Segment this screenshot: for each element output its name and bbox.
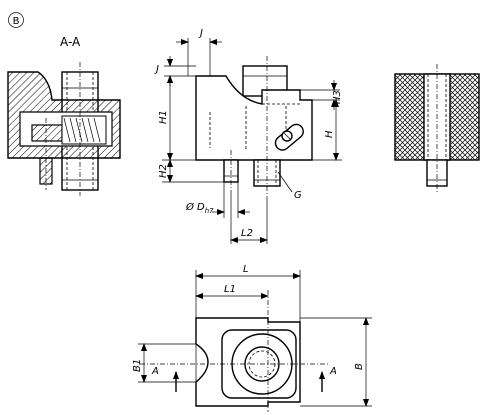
dim-J-top: J bbox=[198, 28, 203, 39]
view-marker: B bbox=[8, 12, 24, 28]
front-view: J J H1 H2 H3 H G Ø Dh7 bbox=[154, 28, 343, 244]
section-mark-A-left: A bbox=[151, 366, 159, 377]
section-title: A-A bbox=[60, 35, 81, 49]
dim-G: G bbox=[294, 190, 302, 201]
dim-H3: H3 bbox=[332, 90, 343, 104]
dim-B: B bbox=[354, 363, 365, 370]
section-mark-A-right: A bbox=[329, 366, 337, 377]
dim-L: L bbox=[243, 264, 249, 275]
dim-H2: H2 bbox=[158, 164, 169, 178]
dim-H: H bbox=[324, 130, 335, 138]
dim-L1: L1 bbox=[224, 284, 236, 295]
dim-L2: L2 bbox=[241, 228, 253, 239]
side-view bbox=[394, 64, 480, 194]
section-view bbox=[7, 62, 121, 196]
dim-D: Ø Dh7 bbox=[185, 201, 214, 215]
dim-H1: H1 bbox=[158, 110, 169, 124]
top-view: L L1 B B1 A A bbox=[132, 264, 372, 412]
dim-B1: B1 bbox=[132, 359, 143, 372]
dim-J-side: J bbox=[154, 64, 159, 75]
svg-text:B: B bbox=[13, 16, 20, 27]
